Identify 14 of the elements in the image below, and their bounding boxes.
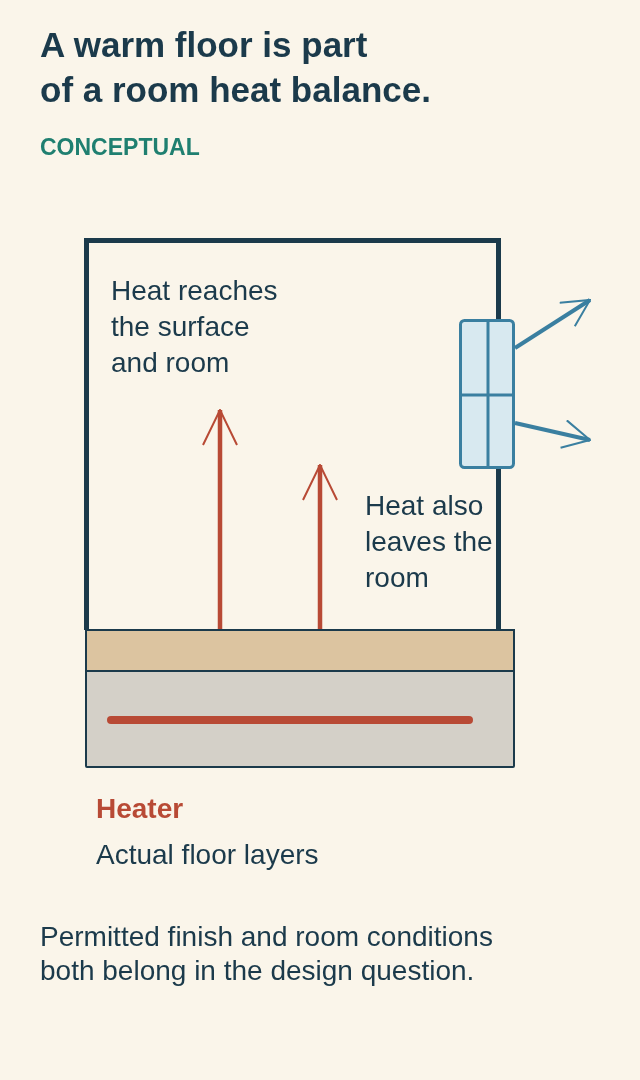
- kicker-label: CONCEPTUAL: [40, 134, 200, 160]
- window: [459, 319, 515, 469]
- heat-loss-arrow: [513, 298, 592, 350]
- heater-label: Heater: [96, 792, 184, 826]
- caption: Permitted finish and room conditions both belong in the design question.: [40, 920, 494, 988]
- heat-arrow: [202, 409, 238, 629]
- floor-slab-layer: [85, 670, 515, 768]
- title: A warm floor is part of a room heat balance.: [40, 24, 432, 111]
- floor-layers-label: Actual floor layers: [96, 838, 319, 872]
- floor-finish-layer: [85, 629, 515, 672]
- heat-loss-arrow: [514, 419, 591, 449]
- room-note: Heat also leaves the room: [365, 489, 494, 595]
- heat-arrow: [302, 464, 338, 629]
- room-note: Heat reaches the surface and room: [111, 274, 279, 380]
